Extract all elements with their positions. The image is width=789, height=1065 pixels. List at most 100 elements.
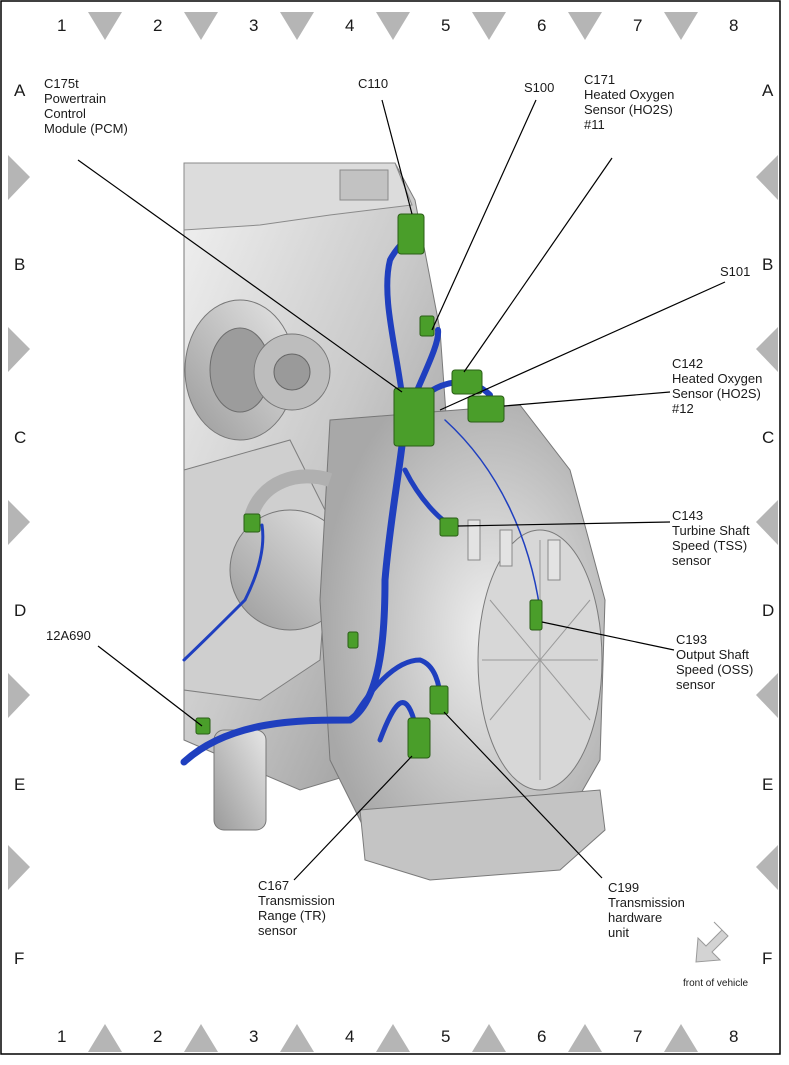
coolant-hose: [243, 469, 333, 523]
callout-c199: C199 Transmission hardware unit: [608, 880, 688, 940]
harness-branch-c167: [377, 700, 417, 743]
column-label: 5: [441, 16, 450, 35]
callout-c171: C171 Heated Oxygen Sensor (HO2S) #11: [584, 72, 678, 132]
callout-s101-line: S101: [720, 264, 750, 279]
callout-c193: C193 Output Shaft Speed (OSS) sensor: [676, 632, 757, 692]
callout-c199-line: C199: [608, 880, 639, 895]
callout-s100: S100: [524, 80, 554, 95]
column-label: 7: [633, 1027, 642, 1046]
column-label: 7: [633, 16, 642, 35]
callout-c199-line: Transmission: [608, 895, 685, 910]
row-label: B: [762, 255, 773, 274]
connector-c199: [429, 685, 449, 715]
callout-c110-line: C110: [358, 76, 388, 91]
row-label: E: [14, 775, 25, 794]
column-label: 2: [153, 16, 162, 35]
callout-c193-line: sensor: [676, 677, 716, 692]
row-label: D: [762, 601, 774, 620]
orientation-label: front of vehicle: [683, 978, 748, 989]
row-label: C: [14, 428, 26, 447]
row-label: F: [762, 949, 772, 968]
callout-pcm-line: Control: [44, 106, 86, 121]
connector-c143: [439, 517, 459, 537]
column-label: 1: [57, 1027, 66, 1046]
callout-c193-line: Speed (OSS): [676, 662, 753, 677]
row-label: C: [762, 428, 774, 447]
connector-12a690: [195, 717, 211, 735]
harness-main-trunk: [180, 416, 409, 766]
row-labels-left: A B C D E F: [14, 81, 26, 968]
callout-c143-line: sensor: [672, 553, 712, 568]
row-label: D: [14, 601, 26, 620]
callout-c142-line: C142: [672, 356, 703, 371]
callout-pcm: C175t Powertrain Control Module (PCM): [44, 76, 128, 136]
callout-c171-line: C171: [584, 72, 615, 87]
callout-c193-line: C193: [676, 632, 707, 647]
callout-c142: C142 Heated Oxygen Sensor (HO2S) #12: [672, 356, 766, 416]
housing-post: [467, 519, 481, 561]
connectors: [195, 213, 543, 759]
housing-post: [499, 529, 513, 567]
leader-lines: [77, 99, 726, 881]
callout-c167-line: Range (TR): [258, 908, 326, 923]
callout-s100-line: S100: [524, 80, 554, 95]
callout-c167-line: Transmission: [258, 893, 335, 908]
arrow-down-left-icon: [695, 921, 729, 963]
column-label: 3: [249, 16, 258, 35]
callout-c167-line: C167: [258, 878, 289, 893]
row-label: E: [762, 775, 773, 794]
callout-pcm-line: Powertrain: [44, 91, 106, 106]
connector-c142: [467, 395, 505, 423]
grid-markers: [8, 12, 778, 1052]
column-labels-top: 1 2 3 4 5 6 7 8: [57, 16, 738, 35]
row-label: B: [14, 255, 25, 274]
column-label: 6: [537, 16, 546, 35]
connector-c167: [407, 717, 431, 759]
pulley-hub: [273, 353, 311, 391]
harness-branch-c199: [349, 657, 443, 723]
connector-c193: [529, 599, 543, 631]
column-label: 6: [537, 1027, 546, 1046]
callout-c171-line: Heated Oxygen: [584, 87, 674, 102]
column-label: 2: [153, 1027, 162, 1046]
callout-harness-line: 12A690: [46, 628, 91, 643]
callout-c193-line: Output Shaft: [676, 647, 749, 662]
callout-c142-line: Sensor (HO2S): [672, 386, 761, 401]
callout-c171-line: Sensor (HO2S): [584, 102, 673, 117]
harness-thin-oss: [444, 419, 541, 611]
callout-c143-line: Turbine Shaft: [672, 523, 750, 538]
connector-small: [347, 631, 359, 649]
callout-pcm-line: C175t: [44, 76, 79, 91]
connector-s100: [419, 315, 435, 337]
callout-c199-line: hardware: [608, 910, 662, 925]
end-cover-ribs: [482, 540, 598, 780]
callout-c167: C167 Transmission Range (TR) sensor: [258, 878, 338, 938]
row-label: A: [762, 81, 774, 100]
column-labels-bottom: 1 2 3 4 5 6 7 8: [57, 1027, 738, 1046]
harness-thin-left: [182, 523, 265, 662]
column-label: 8: [729, 1027, 738, 1046]
callout-c143-line: C143: [672, 508, 703, 523]
column-label: 4: [345, 1027, 354, 1046]
row-label: A: [14, 81, 26, 100]
callout-c199-line: unit: [608, 925, 629, 940]
connector-pcm: [393, 387, 435, 447]
oil-filter: [213, 729, 267, 831]
callout-s101: S101: [720, 264, 750, 279]
column-label: 3: [249, 1027, 258, 1046]
column-label: 5: [441, 1027, 450, 1046]
column-label: 4: [345, 16, 354, 35]
connector-c110: [397, 213, 425, 255]
column-label: 8: [729, 16, 738, 35]
cam-cover-detail: [339, 169, 389, 201]
callout-c143-line: Speed (TSS): [672, 538, 747, 553]
oil-pan: [359, 789, 606, 881]
callout-pcm-line: Module (PCM): [44, 121, 128, 136]
connector-side: [243, 513, 261, 533]
callout-c110: C110: [358, 76, 388, 91]
callout-c171-line: #11: [584, 117, 605, 132]
callout-c167-line: sensor: [258, 923, 298, 938]
